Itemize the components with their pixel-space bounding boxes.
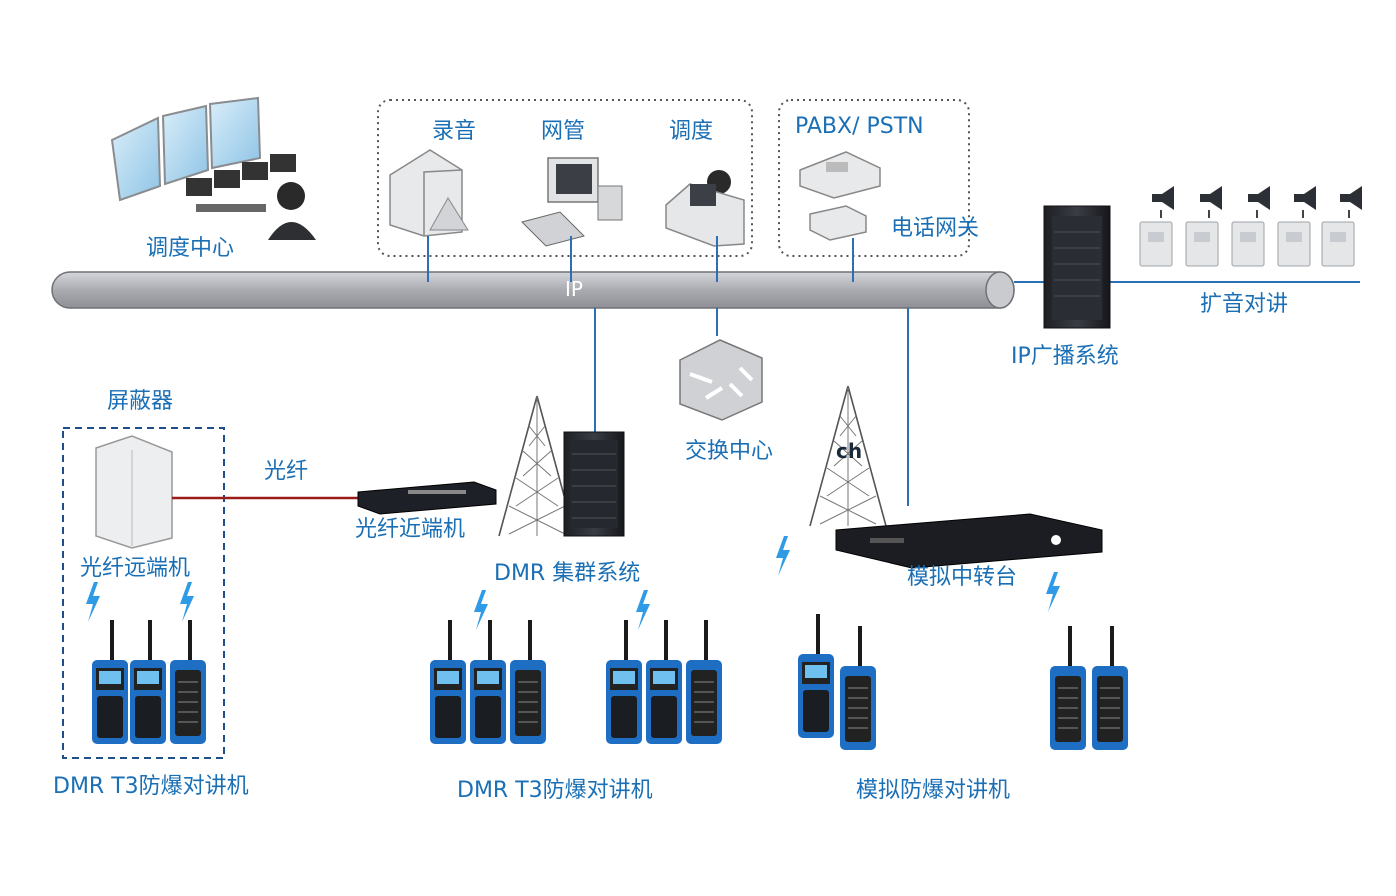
pabx-device-icon	[799, 151, 881, 199]
pa-intercom-label: 扩音对讲	[1200, 292, 1289, 317]
analog-repeater-label: 模拟中转台	[907, 565, 1018, 590]
network-mgmt-label: 网管	[541, 119, 586, 144]
fiber-near-label: 光纤近端机	[355, 517, 466, 542]
dmr-radio-label-1: DMR T3防爆对讲机	[53, 774, 249, 799]
shield-group-frame	[62, 427, 225, 759]
ip-backbone-pipe	[51, 271, 1015, 309]
ip-label: IP	[565, 277, 583, 301]
recording-label: 录音	[432, 119, 477, 144]
dmr-trunk-rack-icon	[563, 431, 625, 537]
dispatch-console-icon	[665, 170, 745, 247]
switch-center-icon	[679, 339, 763, 421]
analog-repeater-icon	[835, 513, 1103, 569]
fiber-near-unit-icon	[357, 481, 497, 515]
dmr-radios-group-2	[430, 619, 547, 745]
network-mgmt-pc-icon	[521, 157, 623, 247]
dispatch-center-label: 调度中心	[146, 236, 235, 261]
ip-broadcast-rack-icon	[1043, 205, 1111, 329]
fiber-remote-unit-icon	[95, 435, 173, 549]
dispatch-center-icon	[110, 96, 316, 240]
analog-radio-label: 模拟防爆对讲机	[856, 778, 1011, 803]
recording-server-icon	[389, 149, 469, 237]
switch-center-label: 交换中心	[685, 439, 774, 464]
dmr-radio-label-2: DMR T3防爆对讲机	[457, 778, 653, 803]
fiber-remote-label: 光纤远端机	[80, 556, 191, 581]
dmr-radios-group-3	[606, 619, 723, 745]
dmr-radios-group-1	[92, 619, 207, 745]
phone-gateway-device-icon	[809, 205, 867, 241]
ip-broadcast-label: IP广播系统	[1011, 344, 1119, 369]
connection-lines	[427, 236, 1360, 506]
pabx-label: PABX/ PSTN	[795, 114, 924, 139]
fiber-label: 光纤	[264, 459, 309, 484]
analog-radios-black	[798, 614, 877, 751]
dispatch-label: 调度	[669, 119, 714, 144]
server-group-frame	[377, 99, 753, 257]
phone-gateway-label: 电话网关	[891, 216, 980, 241]
shield-label: 屏蔽器	[107, 389, 174, 414]
analog-radios-blue	[1049, 625, 1129, 751]
partial-text: ch	[836, 439, 863, 463]
dmr-trunk-label: DMR 集群系统	[494, 561, 641, 586]
pa-intercom-units	[1139, 186, 1362, 267]
